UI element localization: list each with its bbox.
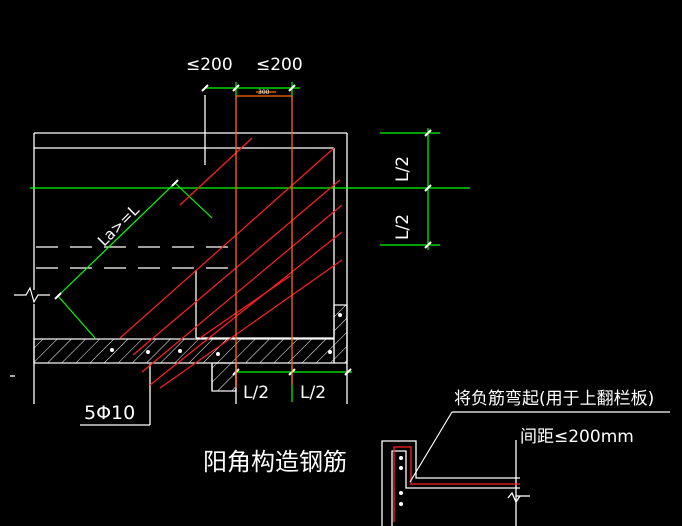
dim-top-small-label: 300 [258,89,270,96]
detail-note-label: 将负筋弯起(用于上翻栏板) [454,389,654,409]
spacing-note-label: 间距≤200mm [520,427,634,447]
dim-bottom-left-label: L/2 [243,383,269,403]
drawing-title: 阳角构造钢筋 [203,448,347,476]
dim-top-left-label: ≤200 [186,55,233,75]
dim-right-upper-label: L/2 [393,156,413,182]
hatched-beam [33,304,348,392]
dim-diagonal-label: La>=L [94,201,143,250]
dimension-lines [30,82,470,402]
dimension-ticks [54,84,432,376]
rebar-spec-label: 5Φ10 [84,402,135,424]
upturn-detail [381,411,670,526]
slab-outline [10,95,348,425]
dim-right-lower-label: L/2 [393,214,413,240]
vertical-bars [235,91,293,388]
dim-bottom-right-label: L/2 [300,383,326,403]
labels: ≤200 ≤200 300 L/2 L/2 La>=L L/2 L/2 5Φ10… [84,55,654,476]
break-symbol [14,286,50,304]
diagonal-corner-bars [119,137,343,389]
hidden-lines [36,246,236,269]
dim-top-right-label: ≤200 [256,55,303,75]
